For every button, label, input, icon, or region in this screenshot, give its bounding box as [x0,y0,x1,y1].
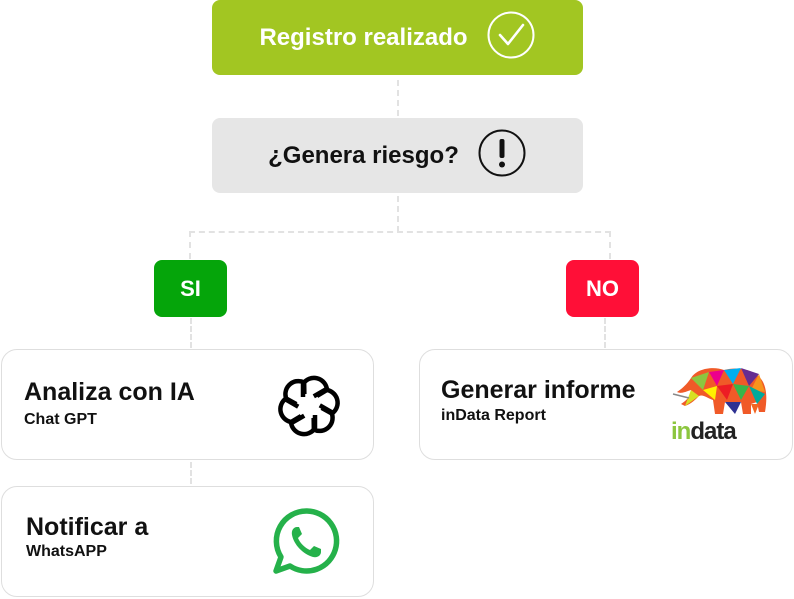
notify-subtitle: WhatsAPP [26,543,107,560]
whatsapp-icon [270,505,344,584]
connector-no-report [604,318,606,348]
analyze-subtitle: Chat GPT [24,411,97,428]
decision-label: ¿Genera riesgo? [268,141,459,169]
check-circle-icon [486,10,536,65]
connector-decision-split [397,196,399,232]
genera-riesgo-node: ¿Genera riesgo? [212,118,583,193]
indata-wordmark-suffix: data [690,418,736,445]
connector-to-si [189,231,191,259]
connector-to-no [609,231,611,259]
generar-informe-card: Generar informe inData Report indata [419,349,793,460]
notify-title: Notificar a [26,513,149,541]
connector-branch-horizontal [189,231,611,233]
connector-si-analyze [190,318,192,348]
exclamation-circle-icon [477,128,527,183]
si-badge: SI [154,260,227,317]
registro-realizado-node: Registro realizado [212,0,583,75]
openai-logo-icon [274,371,344,446]
indata-wordmark-prefix: in [671,418,691,445]
connector-analyze-notify [190,462,192,484]
report-title: Generar informe [441,376,636,404]
notificar-whatsapp-card: Notificar a WhatsAPP [1,486,374,597]
start-label: Registro realizado [259,23,468,51]
no-badge: NO [566,260,639,317]
indata-elephant-logo: indata [669,364,777,446]
indata-wordmark: indata [671,418,737,446]
analiza-ia-card: Analiza con IA Chat GPT [1,349,374,460]
report-subtitle: inData Report [441,407,546,424]
connector-start-decision [397,80,399,116]
analyze-title: Analiza con IA [24,378,195,406]
